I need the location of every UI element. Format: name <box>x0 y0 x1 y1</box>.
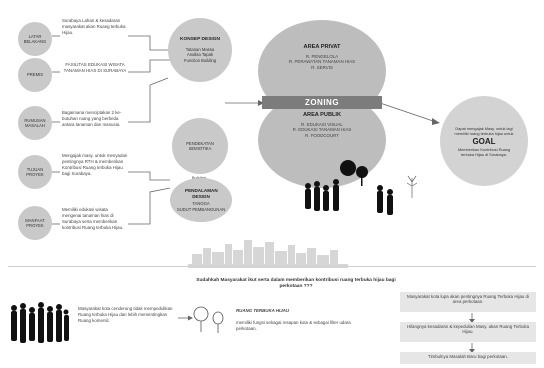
konsep-item: Analisa Tapak <box>187 52 213 58</box>
node-premis: PREMIS <box>18 58 52 92</box>
node-manfaat-proyek: MANFAAT PROYEK <box>18 206 52 240</box>
people-trees-illustration <box>305 160 418 215</box>
node-tujuan-proyek: TUJUAN PROYEK <box>18 155 52 189</box>
pendalaman-circle: PENDALAMAN DESIGN TANGGA SUDUT PEMBANGUN… <box>170 178 232 222</box>
goal-circle: Dapat mengajak Masy. untuk lagi memiliki… <box>440 96 528 186</box>
pendalaman-item: TANGGA <box>192 201 210 207</box>
node-text: Bagaimana menciptakan 2 ke-butuhan ruang… <box>62 110 122 127</box>
city-skyline-icon <box>188 240 348 268</box>
rth-title: RUANG TERBUKA HIJAU <box>236 308 290 313</box>
section-divider <box>8 266 536 267</box>
node-label: LATAR BELAKANG <box>23 33 47 44</box>
area-publik-title: AREA PUBLIK <box>302 112 342 118</box>
chain-step: Hilangnya kesadaran & kepedulian Masy. a… <box>400 322 536 342</box>
rth-text: memiliki fungsi sebagai resapan kota & s… <box>236 319 351 331</box>
question-text: Sudahkah Masyarakat ikut serta dalam mem… <box>196 278 396 290</box>
node-rumusan-masalah: RUMUSAN MASALAH <box>18 106 52 140</box>
rth-block: RUANG TERBUKA HIJAU memiliki fungsi seba… <box>236 308 354 332</box>
chain-step: Timbulnya Masalah Baru bagi perkotaan. <box>400 352 536 364</box>
crowd-silhouette-icon <box>11 302 69 343</box>
node-text: Memiliki edukasi wisata mengenai tanaman… <box>62 207 124 230</box>
publik-item: R. FOODCOURT <box>305 133 339 139</box>
area-privat-block: AREA PRIVAT R. PENGELOLA R. PERAWATAN TA… <box>262 44 382 71</box>
pendekatan-circle: PENDEKATAN SEMIOTIKA <box>172 118 228 174</box>
pendalaman-title: PENDALAMAN DESIGN <box>185 188 218 199</box>
node-label: MANFAAT PROYEK <box>25 217 45 228</box>
pendalaman-item: SUDUT PEMBANGUNAN <box>176 206 226 212</box>
zoning-bar: ZONING <box>262 96 382 109</box>
node-label: PREMIS <box>26 72 44 78</box>
node-label: RUMUSAN MASALAH <box>24 117 46 128</box>
chain-step: Masyarakat kota lupa akan pentingnya Rua… <box>400 292 536 312</box>
konsep-item: Tatanan Massa <box>185 47 215 53</box>
privat-item: R. PERAWATAN TANAMAN HIAS <box>288 59 356 65</box>
area-privat-title: AREA PRIVAT <box>303 44 341 50</box>
tree-icon <box>193 306 224 333</box>
privat-item: R. SERVIS <box>311 65 333 71</box>
node-label: TUJUAN PROYEK <box>26 166 44 177</box>
pendekatan-title: PENDEKATAN SEMIOTIKA <box>186 140 214 151</box>
area-publik-block: AREA PUBLIK R. EDUKASI VISUAL R. EDUKASI… <box>262 112 382 139</box>
publik-item: R. EDUKASI VISUAL <box>301 121 343 127</box>
privat-item: R. PENGELOLA <box>305 53 339 59</box>
goal-top-text: Dapat mengajak Masy. untuk lagi memiliki… <box>454 125 514 136</box>
node-text: Mengajak masy. untuk menyadari pentingny… <box>62 153 128 176</box>
node-latar-belakang: LATAR BELAKANG <box>18 22 52 56</box>
konsep-item: Function Building <box>183 57 217 63</box>
goal-bottom-text: Memberikan Kontribusi Ruang terbuka Hija… <box>457 146 511 157</box>
node-text: FASILITAS EDUKASI WISATA TANAMAN HIAS DI… <box>63 62 127 73</box>
bottom-left-text: Masyarakat kota cenderung tidak mempedul… <box>78 306 173 323</box>
goal-label: GOAL <box>472 136 496 146</box>
konsep-title: KONSEP DESIGN <box>180 37 220 43</box>
node-text: Surabaya Lahan & kesadaran masyarakat ak… <box>62 18 126 35</box>
publik-item: R. EDUKASI TANAMAN HIAS <box>292 127 352 133</box>
konsep-design-circle: KONSEP DESIGN Tatanan Massa Analisa Tapa… <box>168 18 232 82</box>
